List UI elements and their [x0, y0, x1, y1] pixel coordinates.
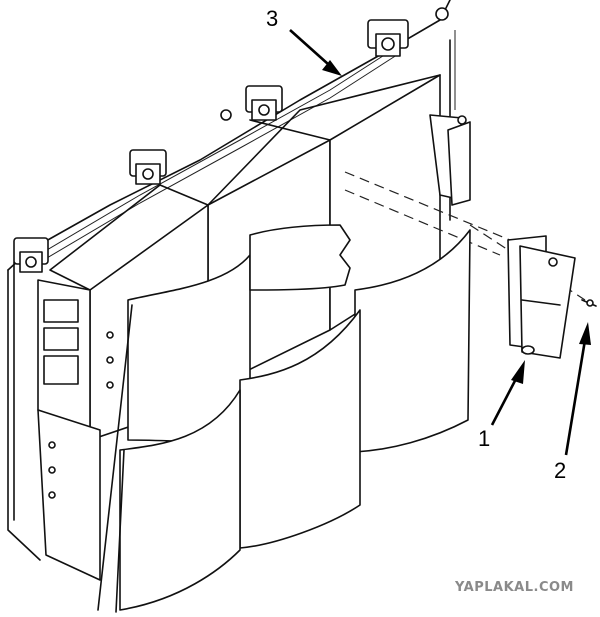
fastener-screw-part-2	[581, 299, 597, 307]
clamp-1	[13, 237, 49, 273]
callout-label-1: 1	[478, 426, 491, 451]
rail-clamps	[13, 7, 449, 273]
callout-label-3: 3	[266, 6, 279, 31]
callout-label-2: 2	[554, 458, 567, 483]
clamp-2	[129, 149, 167, 185]
callout-arrow-3	[289, 29, 342, 76]
callout-arrow-2	[564, 322, 591, 456]
clamp-4	[367, 7, 449, 57]
hinge-bracket-part-1	[507, 235, 576, 359]
curved-flaps	[97, 224, 471, 613]
callout-arrow-1	[490, 360, 525, 426]
watermark-text: YAPLAKAL.COM	[455, 580, 574, 595]
clamp-3	[220, 85, 283, 121]
side-bracket	[429, 114, 471, 206]
